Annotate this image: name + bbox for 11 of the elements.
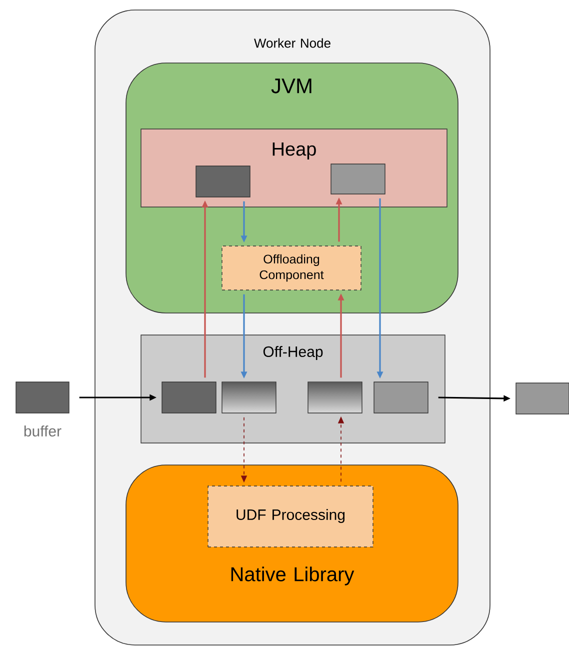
component-box: Offloading Component <box>222 246 362 290</box>
buffer-label: buffer <box>24 426 62 436</box>
buffer-block <box>374 382 428 414</box>
processing-box: UDF Processing <box>208 486 374 548</box>
buffer-block <box>222 382 276 414</box>
buffer-block <box>16 382 70 414</box>
buffer-block <box>162 382 216 414</box>
buffer-block <box>308 382 362 414</box>
buffer-block <box>196 166 250 198</box>
buffer-block <box>330 164 386 194</box>
buffer-block <box>516 382 569 414</box>
